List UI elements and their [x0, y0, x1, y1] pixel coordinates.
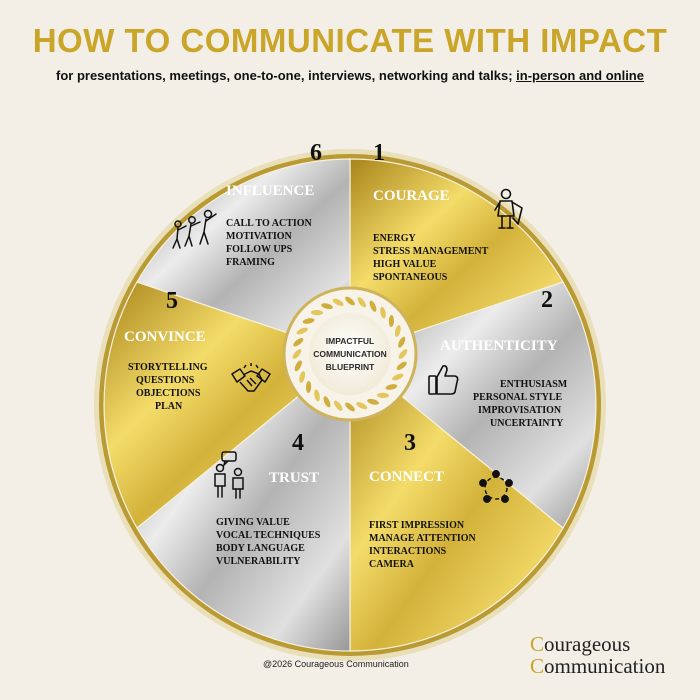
laurel-leaf	[396, 361, 407, 370]
segment-heading: TRUST	[269, 470, 319, 486]
laurel-leaf	[311, 309, 323, 316]
segment-number: 2	[541, 287, 553, 313]
segment-number: 6	[310, 140, 322, 166]
subtitle-online-link: in-person and online	[516, 68, 644, 83]
laurel-leaf	[314, 389, 320, 402]
laurel-leaf	[294, 360, 302, 372]
center-inner	[309, 313, 391, 395]
segment-convince: 5 CONVINCE STORYTELLING QUESTIONS OBJECT…	[124, 288, 271, 412]
segment-number: 4	[292, 430, 304, 456]
segment-item: CALL TO ACTION	[226, 218, 313, 229]
segment-item: MOTIVATION	[226, 231, 293, 242]
laurel-leaf	[394, 325, 401, 337]
brand-initial-1: C	[530, 632, 545, 656]
laurel-leaf	[357, 297, 366, 308]
subtitle-text: for presentations, meetings, one-to-one,…	[56, 68, 517, 83]
segment-heading: AUTHENTICITY	[440, 338, 558, 354]
laurel-leaf	[323, 396, 331, 408]
wedge-influence	[136, 158, 351, 355]
segment-item: QUESTIONS	[136, 375, 195, 386]
segment-item: OBJECTIONS	[136, 388, 201, 399]
laurel-leaf	[334, 400, 343, 411]
laurel-leaf	[367, 398, 379, 405]
thumbs-up-icon	[428, 365, 459, 395]
segment-item: STORYTELLING	[128, 362, 208, 373]
laurel-leaf	[392, 373, 404, 381]
laurel-leaf	[332, 298, 344, 306]
laurel-leaf	[388, 315, 395, 327]
laurel-leaf	[398, 336, 406, 348]
segment-item: BODY LANGUAGE	[216, 543, 305, 554]
wedge-courage	[349, 158, 564, 355]
segment-item: FRAMING	[226, 257, 275, 268]
brand-initial-2: C	[530, 654, 545, 678]
handshake-icon	[231, 363, 271, 392]
brand-logo: Courageous Communication	[530, 633, 665, 677]
segment-item: VULNERABILITY	[216, 556, 301, 567]
segment-heading: COURAGE	[373, 188, 450, 204]
wedge-connect	[349, 352, 564, 652]
segment-authenticity: 2 AUTHENTICITY ENTHUSIASM PERSONAL STYLE…	[428, 287, 568, 429]
laurel-leaf	[345, 402, 355, 412]
center-line-2: COMMUNICATION	[313, 349, 387, 359]
center-line-3: BLUEPRINT	[326, 362, 375, 372]
segment-number: 1	[373, 140, 385, 166]
laurel-leaf	[398, 349, 408, 359]
segment-item: MANAGE ATTENTION	[369, 533, 477, 544]
copyright-text: @2026 Courageous Communication	[263, 659, 409, 669]
segment-item: IMPROVISATION	[478, 405, 562, 416]
laurel-leaf	[292, 349, 302, 359]
laurel-leaf	[293, 338, 304, 347]
segment-item: HIGH VALUE	[373, 259, 437, 270]
segment-item: STRESS MANAGEMENT	[373, 246, 489, 257]
segment-number: 3	[404, 430, 416, 456]
laurel-wreath-icon	[292, 296, 408, 412]
conversation-icon	[214, 451, 244, 499]
laurel-leaf	[321, 303, 333, 310]
laurel-leaf	[385, 384, 398, 390]
segment-item: PLAN	[155, 401, 183, 412]
wedge-trust	[136, 352, 351, 652]
segment-item: ENERGY	[373, 233, 417, 244]
segment-item: SPONTANEOUS	[373, 272, 448, 283]
brand-line-1: Courageous	[530, 633, 665, 655]
superhero-icon	[494, 188, 523, 229]
laurel-leaf	[356, 402, 368, 410]
people-circle-icon	[479, 470, 513, 503]
segment-courage: 1 COURAGE ENERGY STRESS MANAGEMENT HIGH …	[373, 140, 523, 283]
laurel-leaf	[369, 300, 377, 312]
brand-line-2: Communication	[530, 655, 665, 677]
segment-item: INTERACTIONS	[369, 546, 447, 557]
laurel-leaf	[302, 318, 315, 324]
laurel-leaf	[377, 392, 389, 399]
segments	[103, 158, 597, 652]
center-line-1: IMPACTFUL	[326, 336, 374, 346]
leader-icon	[172, 209, 217, 249]
segment-connect: 3 CONNECT FIRST IMPRESSION MANAGE ATTENT…	[369, 430, 513, 570]
segment-trust: 4 TRUST GIVING VALUE VOCAL TECHNIQUES BO…	[214, 430, 321, 567]
segment-item: GIVING VALUE	[216, 517, 290, 528]
laurel-leaf	[296, 327, 308, 335]
laurel-leaf	[305, 381, 312, 393]
laurel-leaf	[380, 306, 386, 319]
segment-heading: INFLUENCE	[226, 183, 314, 199]
segment-item: CAMERA	[369, 559, 415, 570]
page-title: HOW TO COMMUNICATE WITH IMPACT	[32, 22, 668, 59]
segment-item: VOCAL TECHNIQUES	[216, 530, 321, 541]
page-subtitle: for presentations, meetings, one-to-one,…	[0, 68, 700, 83]
laurel-leaf	[299, 371, 306, 383]
segment-item: FIRST IMPRESSION	[369, 520, 465, 531]
brand-word-1: ourageous	[544, 632, 631, 656]
segment-heading: CONVINCE	[124, 329, 206, 345]
segment-item: FOLLOW UPS	[226, 244, 293, 255]
laurel-leaf	[345, 296, 355, 306]
segment-item: PERSONAL STYLE	[473, 392, 563, 403]
segment-heading: CONNECT	[369, 469, 444, 485]
segment-item: ENTHUSIASM	[500, 379, 568, 390]
brand-word-2: ommunication	[544, 654, 666, 678]
segment-number: 5	[166, 288, 178, 314]
segment-influence: 6 INFLUENCE CALL TO ACTION MOTIVATION FO…	[172, 140, 322, 268]
segment-item: UNCERTAINTY	[490, 418, 564, 429]
